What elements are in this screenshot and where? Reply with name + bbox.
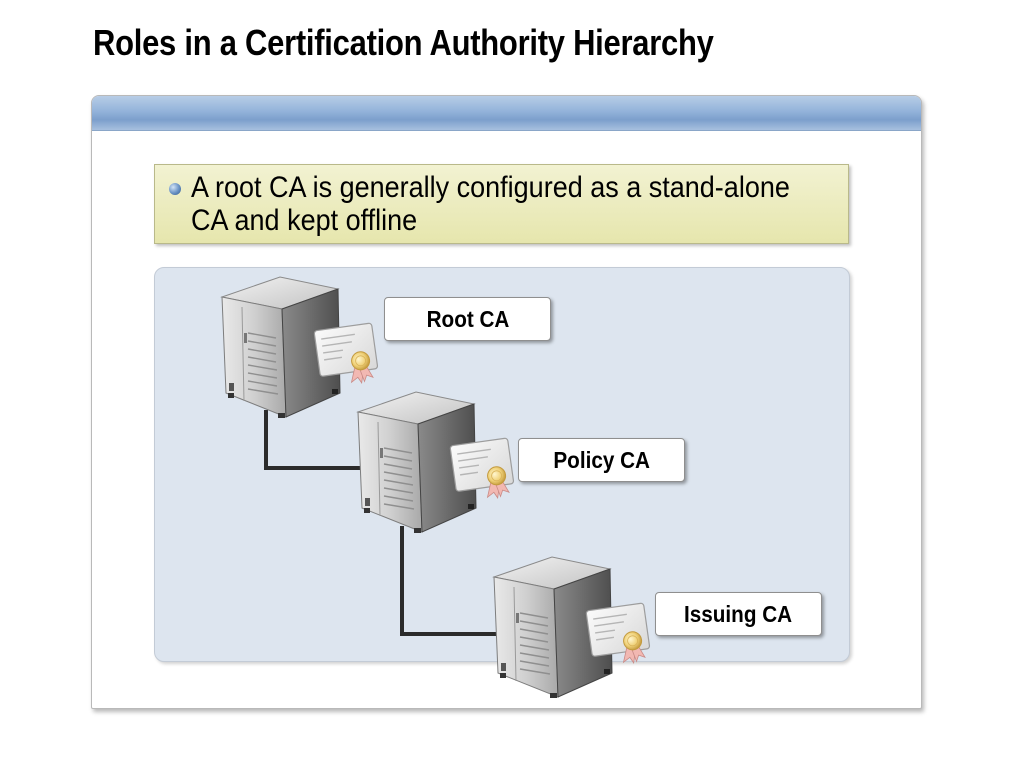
bullet-callout: A root CA is generally configured as a s… — [154, 164, 849, 244]
bullet-text: A root CA is generally configured as a s… — [191, 171, 790, 237]
server-icon — [492, 555, 652, 701]
panel-header-bar — [92, 96, 921, 131]
bullet-icon — [169, 183, 181, 195]
policy-ca-label-text: Policy CA — [553, 446, 650, 473]
issuing-ca-label: Issuing CA — [655, 592, 822, 636]
server-icon — [356, 390, 516, 536]
root-ca-label-text: Root CA — [426, 305, 509, 332]
connector-root-to-policy — [264, 410, 360, 470]
policy-ca-server-icon — [356, 390, 516, 536]
connector-policy-to-issuing — [400, 526, 496, 636]
policy-ca-label: Policy CA — [518, 438, 685, 482]
slide-title: Roles in a Certification Authority Hiera… — [93, 22, 714, 63]
root-ca-label: Root CA — [384, 297, 551, 341]
issuing-ca-server-icon — [492, 555, 652, 701]
issuing-ca-label-text: Issuing CA — [684, 600, 793, 627]
